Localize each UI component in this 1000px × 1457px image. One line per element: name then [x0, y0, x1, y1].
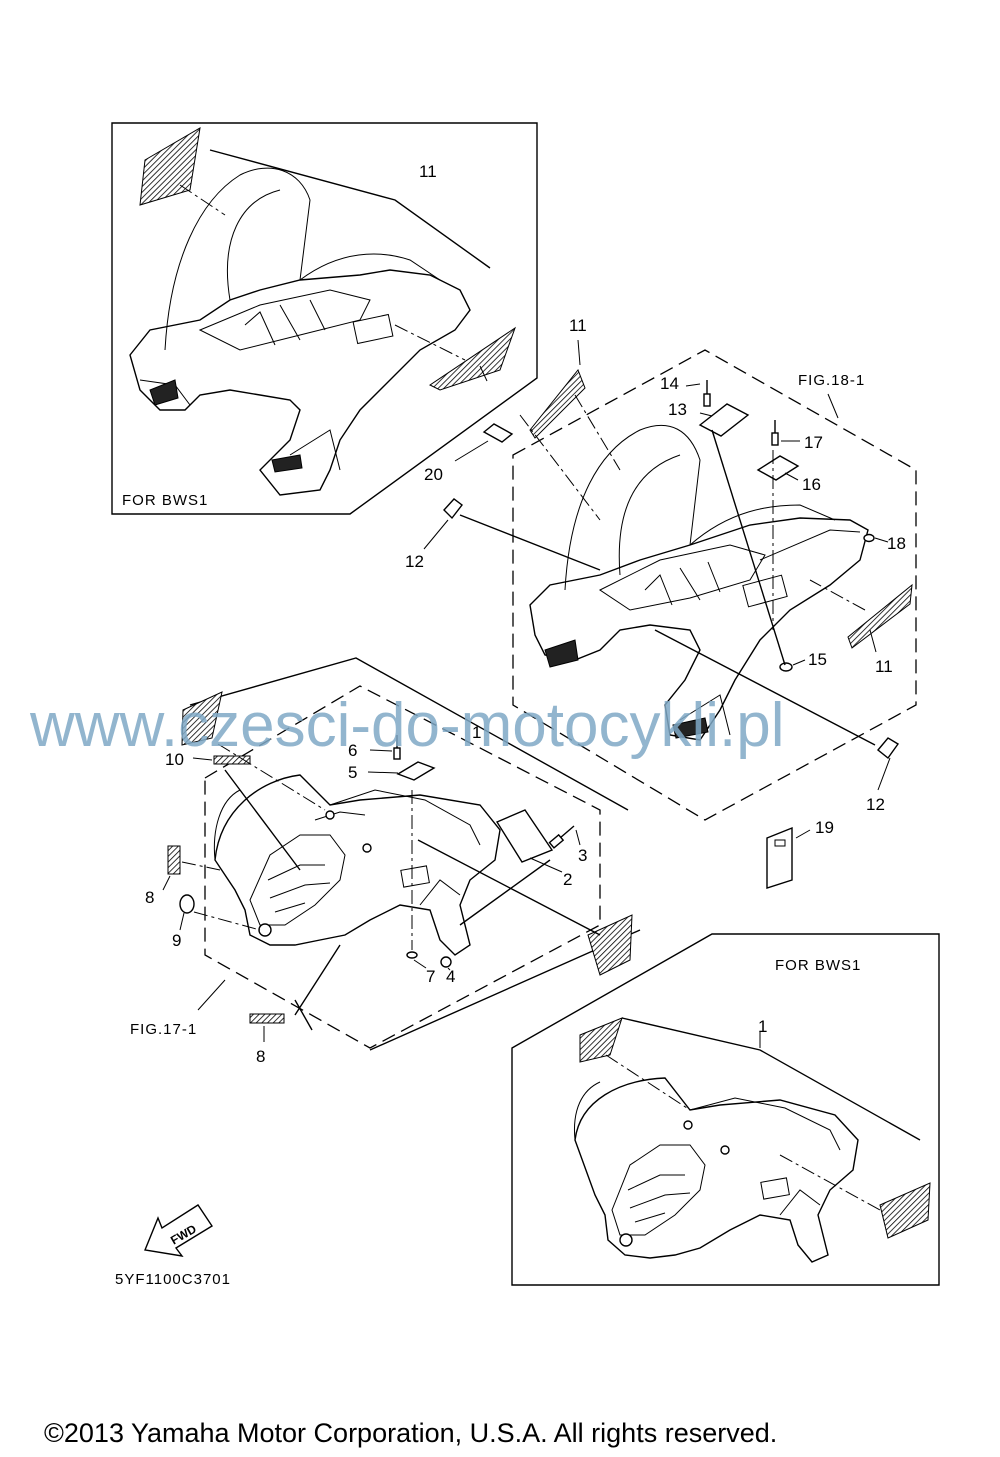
rivet-6	[393, 735, 401, 760]
label-12-lower	[877, 737, 900, 760]
decal-bws1-right	[879, 1182, 931, 1239]
rear-fender-bws1-box: 11 FOR BWS1	[111, 122, 538, 515]
callout-11-box: 11	[419, 162, 437, 181]
decal-11-left	[139, 127, 201, 206]
callout-1-leader: 1	[472, 723, 481, 742]
watermark-text: www.czesci-do-motocykli.pl	[29, 691, 785, 760]
bws1-rear-box-outline	[111, 122, 538, 515]
label-for-bws1-top: FOR BWS1	[122, 492, 208, 509]
fig18-dashed-box	[512, 349, 917, 821]
callout-17: 17	[804, 433, 823, 452]
plate-13	[698, 403, 750, 437]
front-fender-bws1	[574, 1077, 859, 1263]
rear-fender-bws1	[129, 269, 471, 496]
decal-bws1-left	[579, 1017, 623, 1063]
callout-13: 13	[668, 400, 687, 419]
front-fender-assembly: 10 6 5 3 2 8 9 7 4 FIG.17-1 8	[130, 657, 641, 1066]
decal-8-left	[167, 845, 181, 875]
front-fender-bws1-box: 1 FOR BWS1	[511, 933, 940, 1286]
callout-11-lower: 11	[875, 657, 893, 676]
rear-fender-assembly: 11 14 13 FIG.18-1 17 16 18 20 12 15 11 1…	[405, 316, 917, 821]
callout-8-left: 8	[145, 888, 154, 907]
label-20	[482, 423, 514, 443]
callout-1-box: 1	[758, 1017, 767, 1036]
callout-18: 18	[887, 534, 906, 553]
caution-label-19	[766, 826, 793, 889]
callout-11-upper: 11	[569, 316, 587, 335]
diagram-code: 5YF1100C3701	[115, 1271, 231, 1288]
plate-2	[495, 809, 554, 863]
bws1-front-box-outline	[511, 933, 940, 1286]
callout-1-top: 1	[472, 723, 481, 742]
callout-5: 5	[348, 763, 357, 782]
label-fig-18-1: FIG.18-1	[798, 372, 865, 389]
callout-15: 15	[808, 650, 827, 669]
fig17-dashed-box	[204, 685, 601, 1049]
rivet-14	[703, 380, 711, 407]
callout-14: 14	[660, 374, 679, 393]
rivet-3	[548, 825, 575, 849]
label-19-group: 19	[766, 818, 834, 889]
decal-11-upper	[529, 369, 586, 439]
label-fig-17-1: FIG.17-1	[130, 1021, 197, 1038]
callout-6: 6	[348, 741, 357, 760]
washer-4	[440, 956, 452, 968]
label-12-upper	[443, 498, 463, 520]
grommet-7	[406, 951, 418, 959]
callout-7: 7	[426, 967, 435, 986]
callout-9: 9	[172, 931, 181, 950]
callout-12-upper: 12	[405, 552, 424, 571]
callout-4: 4	[446, 967, 455, 986]
grommet-15	[779, 662, 793, 672]
emblem-10	[213, 755, 251, 765]
callout-12-lower: 12	[866, 795, 885, 814]
callout-10: 10	[165, 750, 184, 769]
grommet-18	[863, 533, 875, 543]
rivet-17	[771, 420, 779, 446]
rear-fender	[529, 517, 869, 741]
copyright-text: ©2013 Yamaha Motor Corporation, U.S.A. A…	[44, 1418, 777, 1448]
callout-8-bottom: 8	[256, 1047, 265, 1066]
callout-20: 20	[424, 465, 443, 484]
callout-2: 2	[563, 870, 572, 889]
decal-8-bottom	[249, 1013, 285, 1024]
decal-11-right	[429, 326, 516, 391]
decal-11-lower	[847, 583, 913, 649]
decal-front-right	[587, 914, 633, 976]
label-for-bws1-bottom: FOR BWS1	[775, 957, 861, 974]
callout-16: 16	[802, 475, 821, 494]
plate-5	[396, 761, 436, 781]
front-fender	[214, 774, 501, 956]
callout-19: 19	[815, 818, 834, 837]
grommet-9	[179, 894, 195, 914]
decal-front-left	[181, 691, 223, 746]
callout-3: 3	[578, 846, 587, 865]
fwd-arrow: FWD	[144, 1204, 213, 1257]
